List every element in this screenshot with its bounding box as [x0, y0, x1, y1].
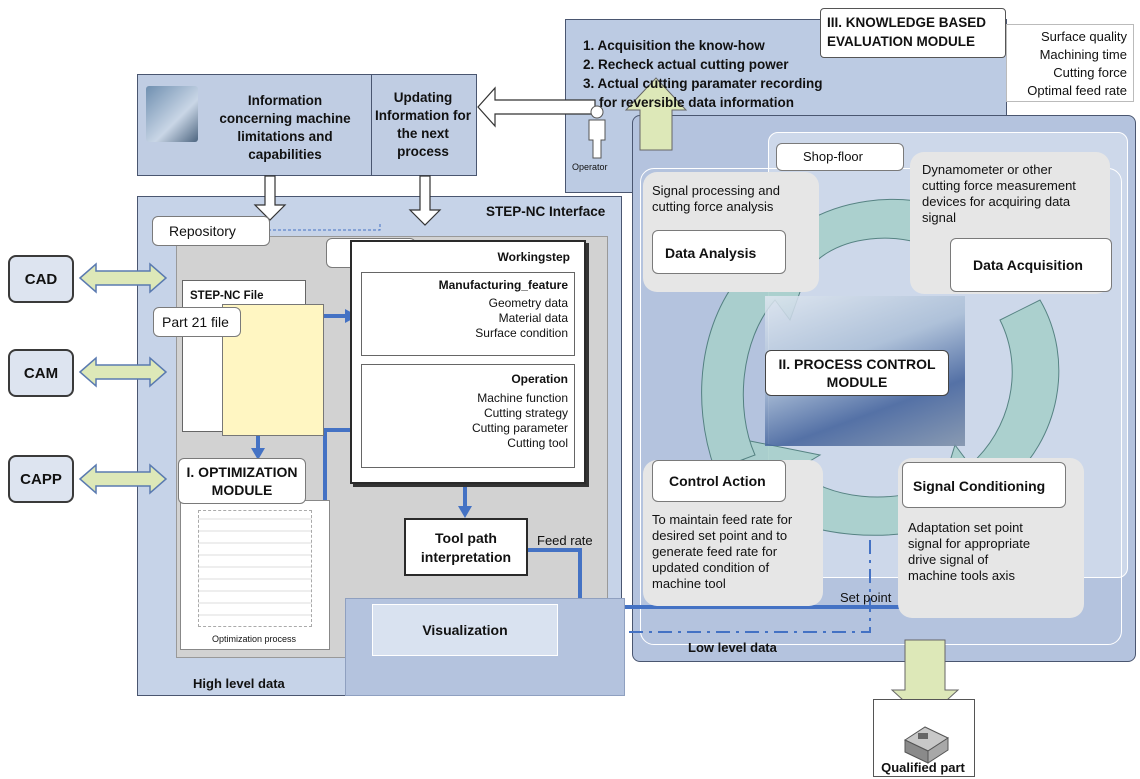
optimization-process-label: Optimization process	[211, 634, 297, 644]
operation-item-3: Cutting parameter	[471, 421, 568, 435]
machine-info-text: Information concerning machine limitatio…	[200, 92, 370, 164]
cad-box: CAD	[8, 255, 74, 303]
operation-items: Machine function Cutting strategy Cuttin…	[370, 391, 568, 451]
signal-processing-line-1: Signal processing and	[652, 183, 780, 198]
knowledge-step-3: 3. Actual cutting paramater recording	[583, 76, 823, 91]
optimization-flowchart	[198, 510, 312, 627]
conditioning-desc-line-4: machine tools axis	[908, 568, 1015, 583]
dynamometer-text: Dynamometer or other cutting force measu…	[922, 162, 1076, 226]
part21-label: Part 21 file	[153, 307, 241, 337]
operator-label: Operator	[572, 162, 608, 172]
optimization-line-1: I. OPTIMIZATION	[186, 464, 298, 480]
evaluation-item-4: Optimal feed rate	[1027, 83, 1127, 98]
control-desc-line-1: To maintain feed rate for	[652, 512, 793, 527]
operation-item-2: Cutting strategy	[483, 406, 568, 420]
signal-processing-line-2: cutting force analysis	[652, 199, 774, 214]
low-level-data-label: Low level data	[688, 640, 777, 655]
control-action-title: Control Action	[652, 460, 786, 502]
toolpath-line-2: interpretation	[420, 549, 512, 565]
step-nc-interface-title: STEP-NC Interface	[486, 204, 606, 219]
updating-info-line-4: process	[397, 144, 449, 159]
updating-info-line-1: Updating	[393, 90, 453, 105]
conditioning-desc-line-1: Adaptation set point	[908, 520, 1023, 535]
knowledge-step-4: for reversible data information	[599, 95, 795, 110]
manufacturing-feature-box	[361, 272, 575, 356]
evaluation-item-1: Surface quality	[1041, 29, 1127, 44]
machine-info-line-3: limitations and	[237, 129, 333, 144]
updating-info-line-3: the next	[397, 126, 449, 141]
machine-info-line-2: concerning machine	[219, 111, 351, 126]
high-level-data-label: High level data	[193, 676, 285, 691]
signal-processing-text: Signal processing and cutting force anal…	[652, 183, 780, 215]
knowledge-title-line-1: III. KNOWLEDGE BASED	[827, 15, 987, 30]
process-control-title: II. PROCESS CONTROL MODULE	[765, 350, 949, 396]
optimization-line-2: MODULE	[211, 482, 273, 498]
data-analysis-box: Data Analysis	[652, 230, 786, 274]
updating-info-text: Updating Information for the next proces…	[371, 89, 475, 161]
toolpath-line-1: Tool path	[435, 530, 497, 546]
machine-info-line-1: Information	[247, 93, 323, 108]
feed-rate-label: Feed rate	[537, 533, 593, 548]
control-desc-line-5: machine tool	[652, 576, 726, 591]
toolpath-box: Tool path interpretation	[404, 518, 528, 576]
manufacturing-feature-title: Manufacturing_feature	[438, 278, 568, 292]
visualization-box: Visualization	[372, 604, 558, 656]
evaluation-item-2: Machining time	[1039, 47, 1127, 62]
operation-title: Operation	[511, 372, 568, 386]
dynamometer-line-2: cutting force measurement	[922, 178, 1076, 193]
machine-icon	[146, 86, 198, 142]
process-control-line-2: MODULE	[826, 374, 888, 390]
conditioning-desc-line-2: signal for appropriate	[908, 536, 1031, 551]
evaluation-item-3: Cutting force	[1053, 65, 1127, 80]
step-nc-file-title: STEP-NC File	[190, 290, 264, 302]
knowledge-title-line-2: EVALUATION MODULE	[827, 34, 975, 49]
feature-items: Geometry data Material data Surface cond…	[370, 296, 568, 341]
optimization-module-title: I. OPTIMIZATION MODULE	[178, 458, 306, 504]
knowledge-steps: 1. Acquisition the know-how 2. Recheck a…	[583, 36, 823, 112]
feature-item-2: Material data	[498, 311, 568, 325]
signal-conditioning-title: Signal Conditioning	[902, 462, 1066, 508]
operation-item-1: Machine function	[477, 391, 568, 405]
signal-conditioning-desc: Adaptation set point signal for appropri…	[908, 520, 1030, 584]
qualified-part-label: Qualified part	[881, 760, 965, 775]
dynamometer-line-1: Dynamometer or other	[922, 162, 1053, 177]
capp-box: CAPP	[8, 455, 74, 503]
knowledge-step-2: 2. Recheck actual cutting power	[583, 57, 789, 72]
set-point-label: Set point	[840, 590, 892, 605]
workingstep-title: Workingstep	[497, 250, 570, 264]
control-desc-line-2: desired set point and to	[652, 528, 788, 543]
shop-floor-tag: Shop-floor	[776, 143, 904, 171]
control-desc-line-4: updated condition of	[652, 560, 770, 575]
knowledge-step-1: 1. Acquisition the know-how	[583, 38, 765, 53]
control-action-desc: To maintain feed rate for desired set po…	[652, 512, 792, 592]
dynamometer-line-3: devices for acquiring data	[922, 194, 1071, 209]
evaluation-items: Surface quality Machining time Cutting f…	[1006, 24, 1134, 102]
updating-info-line-2: Information for	[375, 108, 471, 123]
machine-info-line-4: capabilities	[248, 147, 322, 162]
dynamometer-line-4: signal	[922, 210, 956, 225]
operation-item-4: Cutting tool	[507, 436, 568, 450]
cam-box: CAM	[8, 349, 74, 397]
feature-item-3: Surface condition	[475, 326, 568, 340]
repository-box: Repository	[152, 216, 270, 246]
knowledge-module-title: III. KNOWLEDGE BASED EVALUATION MODULE	[820, 8, 1006, 58]
control-desc-line-3: generate feed rate for	[652, 544, 778, 559]
feature-item-1: Geometry data	[488, 296, 568, 310]
process-control-line-1: II. PROCESS CONTROL	[778, 356, 936, 372]
data-acquisition-box: Data Acquisition	[950, 238, 1112, 292]
operation-box	[361, 364, 575, 468]
conditioning-desc-line-3: drive signal of	[908, 552, 989, 567]
